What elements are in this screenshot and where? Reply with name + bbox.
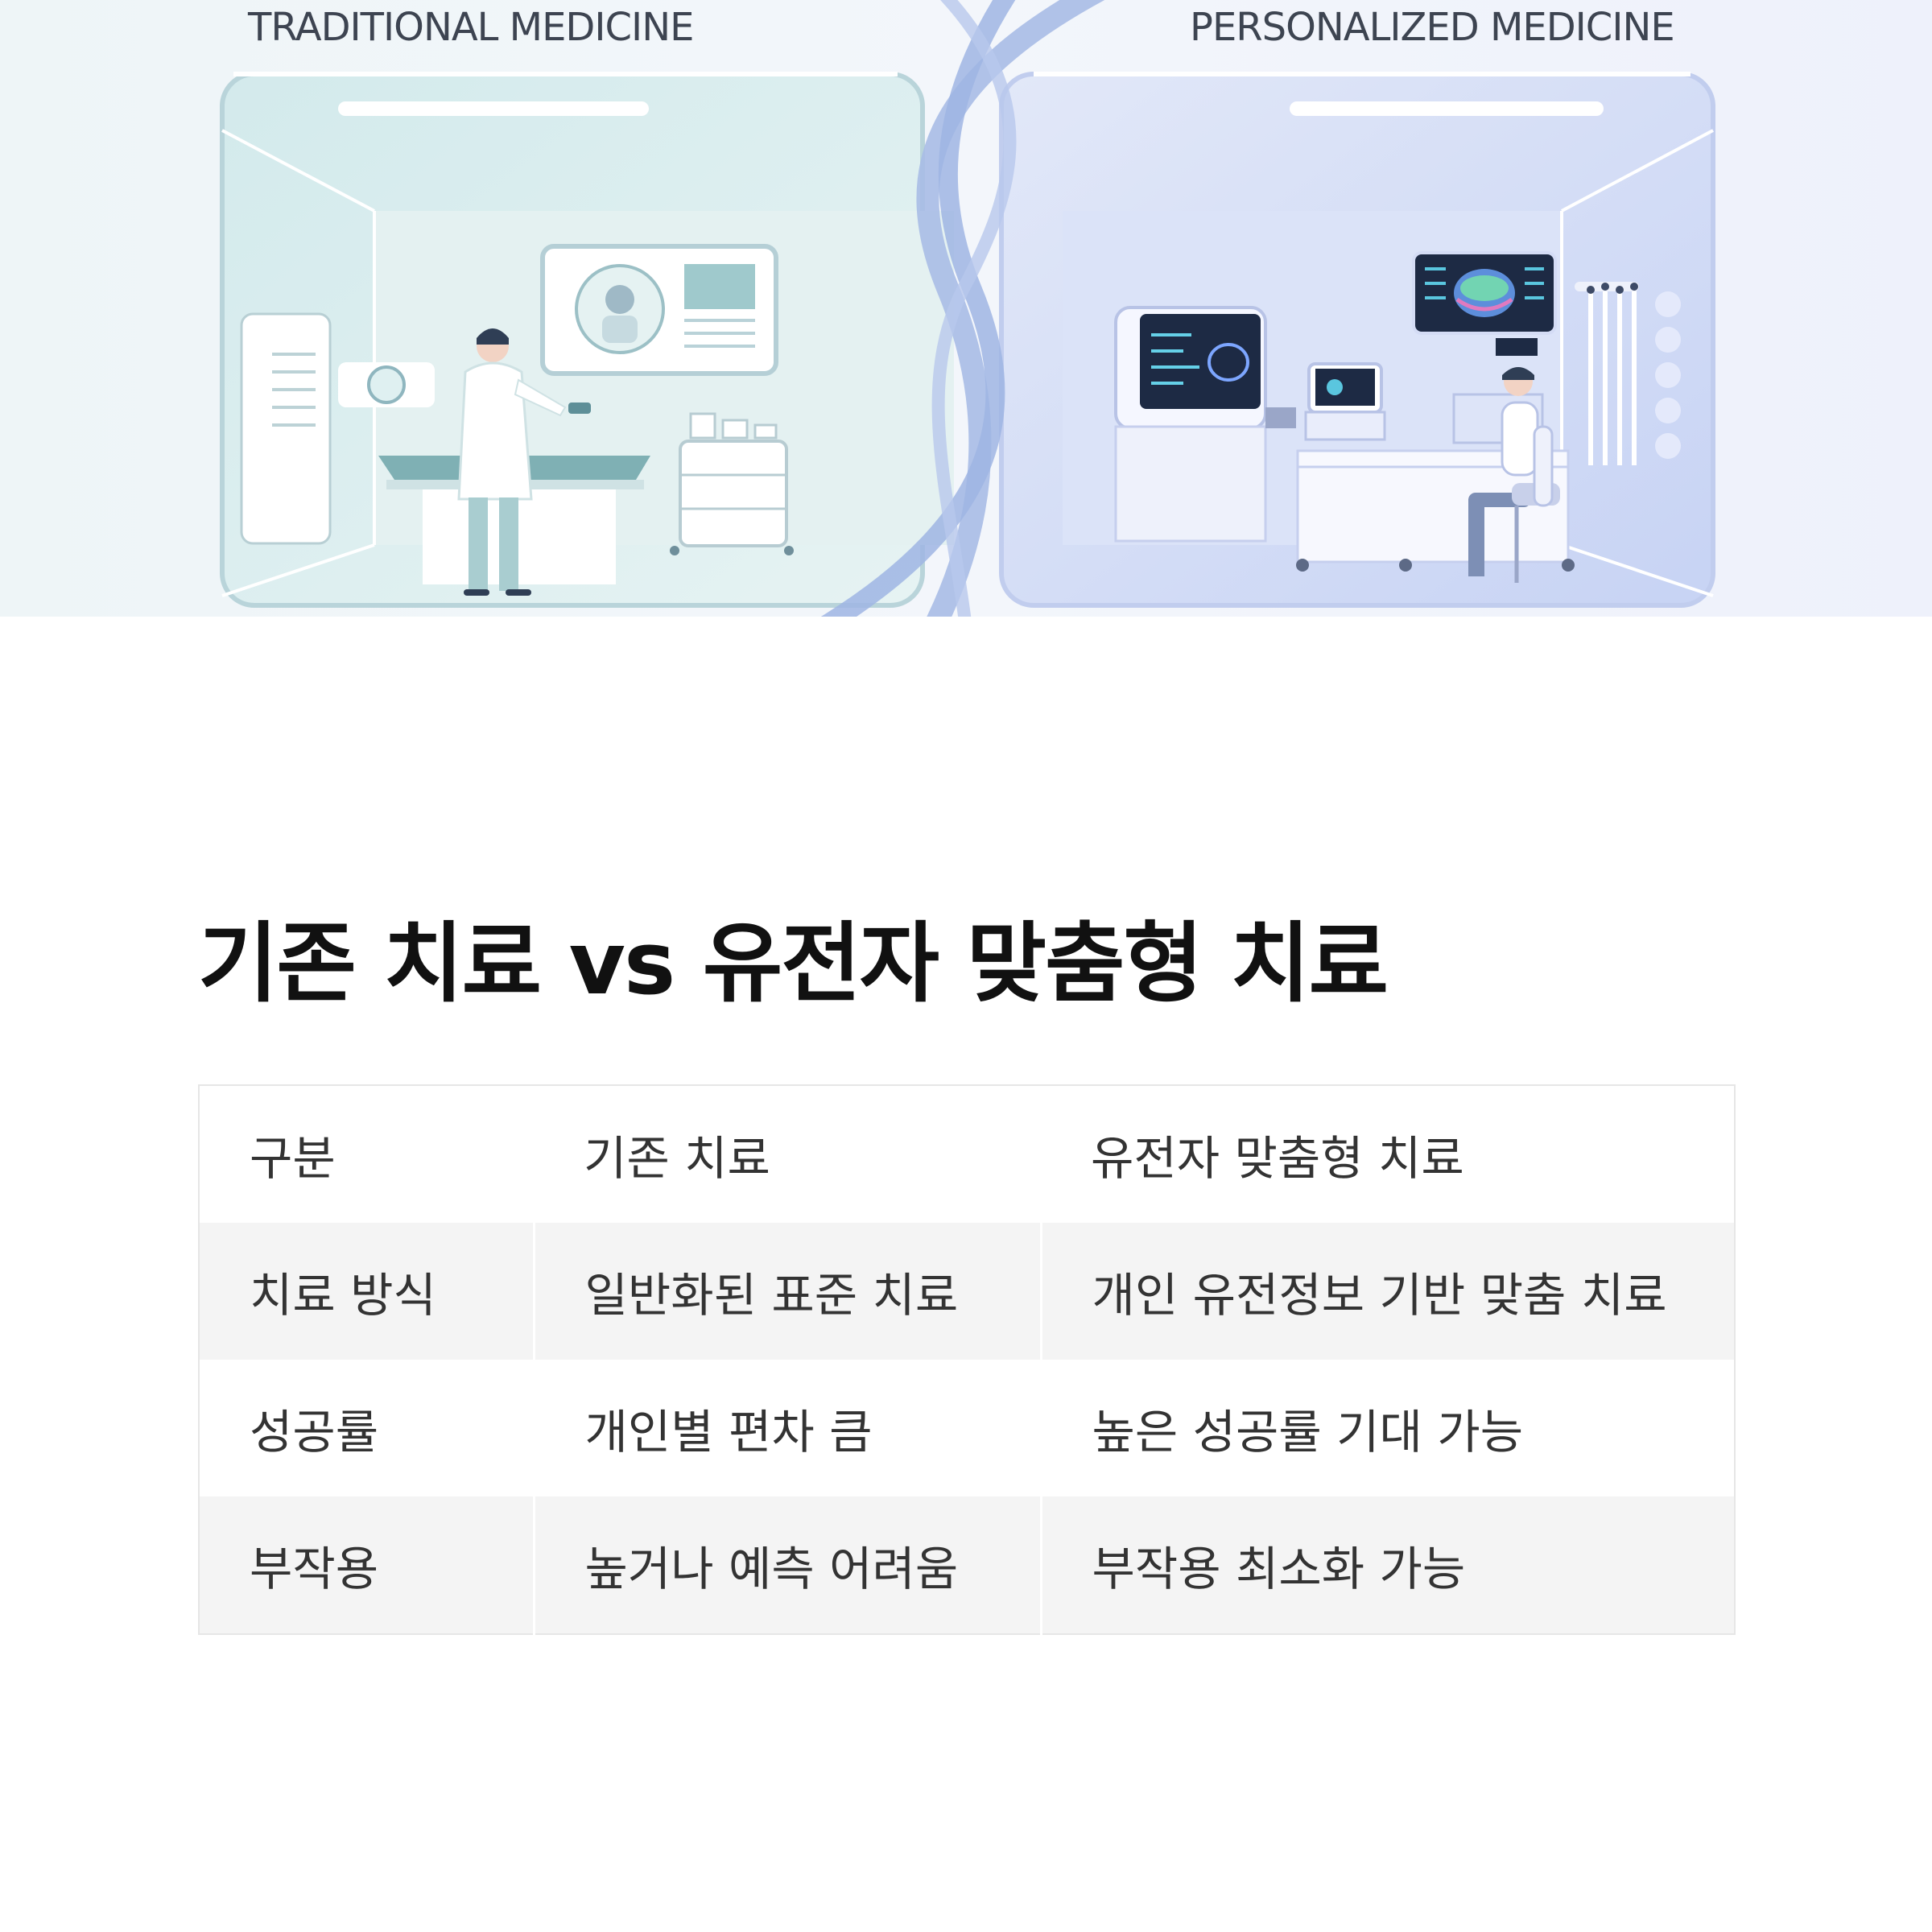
personalized-cell: 높은 성공률 기대 가능 — [1039, 1360, 1735, 1496]
row-label: 치료 방식 — [250, 1268, 436, 1323]
hero-illustration: TRADITIONAL MEDICINE PERSONALIZED MEDICI… — [0, 0, 1932, 617]
section-title: 기존 치료 vs 유전자 맞춤형 치료 — [198, 914, 1389, 1014]
row-label: 부작용 — [250, 1542, 379, 1596]
traditional-cell: 높거나 예측 어려움 — [532, 1496, 1041, 1634]
column-header-traditional: 기존 치료 — [584, 1131, 770, 1186]
personalized-room — [999, 72, 1715, 608]
researcher-figure — [1468, 367, 1560, 583]
column-header-personalized: 유전자 맞춤형 치료 — [1091, 1131, 1464, 1186]
doctor-figure — [457, 328, 567, 596]
traditional-medicine-label: TRADITIONAL MEDICINE — [248, 5, 694, 50]
comparison-table: 구분 기존 치료 유전자 맞춤형 치료 치료 방식 일반화된 표준 치료 개인 … — [198, 1084, 1736, 1635]
dna-helix — [820, 0, 1105, 617]
traditional-cell: 일반화된 표준 치료 — [532, 1223, 1041, 1360]
personalized-medicine-label: PERSONALIZED MEDICINE — [1190, 5, 1675, 50]
table-row: 치료 방식 일반화된 표준 치료 개인 유전정보 기반 맞춤 치료 — [199, 1223, 1735, 1360]
personalized-cell: 개인 유전정보 기반 맞춤 치료 — [1039, 1223, 1735, 1360]
column-header-category: 구분 — [250, 1131, 336, 1186]
table-header-row: 구분 기존 치료 유전자 맞춤형 치료 — [199, 1085, 1735, 1223]
table-row: 성공률 개인별 편차 큼 높은 성공률 기대 가능 — [199, 1360, 1735, 1496]
personalized-cell: 부작용 최소화 가능 — [1039, 1496, 1735, 1634]
traditional-cell: 개인별 편차 큼 — [532, 1360, 1041, 1496]
row-label: 성공률 — [250, 1405, 379, 1459]
table-row: 부작용 높거나 예측 어려움 부작용 최소화 가능 — [199, 1496, 1735, 1634]
hero-scene — [0, 0, 1932, 617]
traditional-room — [220, 72, 954, 608]
